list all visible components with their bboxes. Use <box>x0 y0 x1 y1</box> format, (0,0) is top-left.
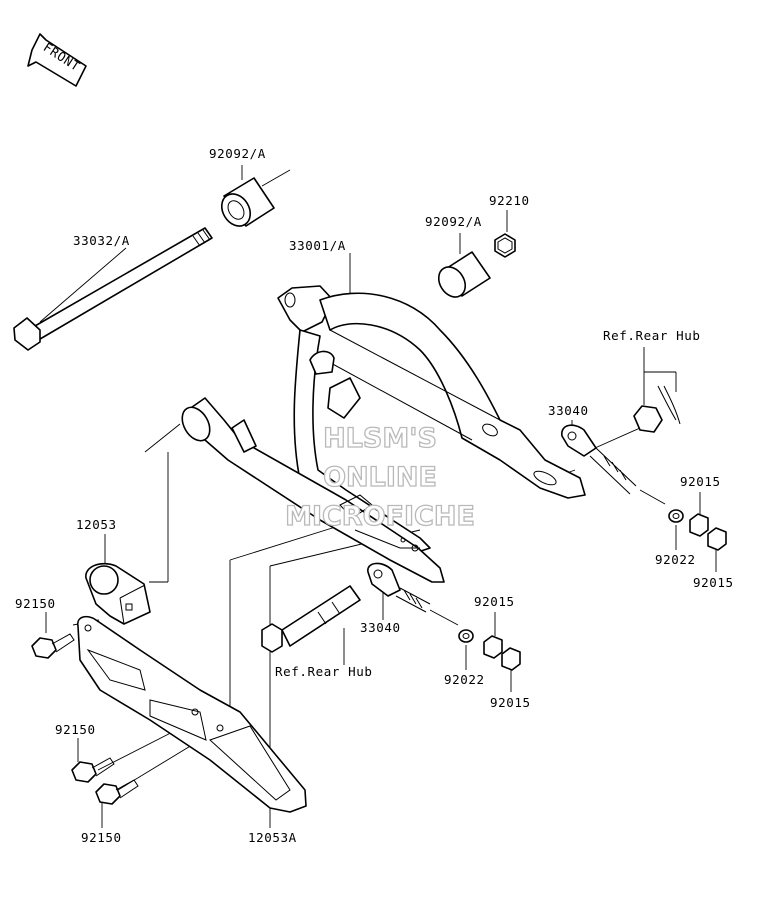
label-92022-right: 92022 <box>655 552 696 567</box>
label-33032a: 33032/A <box>73 233 130 248</box>
rear-axle-center <box>261 585 361 653</box>
washer-92022-right <box>668 509 684 523</box>
label-92150-bottom: 92150 <box>81 830 122 845</box>
label-ref-rear-hub-bottom: Ref.Rear Hub <box>275 664 373 679</box>
label-33040-right: 33040 <box>548 403 589 418</box>
label-92092a-right: 92092/A <box>425 214 482 229</box>
label-92015-r2: 92015 <box>693 575 734 590</box>
label-92150-mid: 92150 <box>55 722 96 737</box>
label-92015-c1: 92015 <box>474 594 515 609</box>
washer-92022-center <box>458 629 474 643</box>
label-33001a: 33001/A <box>289 238 346 253</box>
label-92015-r1: 92015 <box>680 474 721 489</box>
pivot-axle-bolt <box>13 227 213 351</box>
part-labels: 92092/A 33032/A 92210 92092/A 33001/A Re… <box>15 146 734 845</box>
watermark-line-1: HLSM'S <box>323 423 437 454</box>
watermark: HLSM'S ONLINE MICROFICHE <box>284 422 475 532</box>
label-92015-c2: 92015 <box>490 695 531 710</box>
nut-92210 <box>494 233 516 258</box>
nuts-92015-center <box>483 635 521 671</box>
label-ref-rear-hub-top: Ref.Rear Hub <box>603 328 701 343</box>
bolt-92150-top <box>31 633 75 659</box>
bolt-92150-mid <box>71 757 115 783</box>
bolt-92150-bottom <box>95 779 139 805</box>
label-92092a-top: 92092/A <box>209 146 266 161</box>
bushing-top <box>220 177 275 227</box>
label-33040-center: 33040 <box>360 620 401 635</box>
swingarm-lower-arm <box>181 397 445 583</box>
label-92150-top: 92150 <box>15 596 56 611</box>
label-92022-center: 92022 <box>444 672 485 687</box>
label-12053a: 12053A <box>248 830 297 845</box>
chain-guide-block <box>85 562 151 625</box>
label-92210: 92210 <box>489 193 530 208</box>
adjuster-33040-right <box>561 424 637 495</box>
swingarm <box>277 285 586 553</box>
front-arrow-icon: FRONT <box>27 33 87 87</box>
nuts-92015-right <box>689 513 727 551</box>
label-12053: 12053 <box>76 517 117 532</box>
adjuster-33040-center <box>367 562 431 613</box>
bushing-right <box>437 251 491 298</box>
rear-axle-nut-right <box>633 385 681 433</box>
chain-guide-plate <box>77 615 307 813</box>
watermark-line-3: MICROFICHE <box>285 501 475 532</box>
watermark-line-2: ONLINE <box>323 462 437 493</box>
